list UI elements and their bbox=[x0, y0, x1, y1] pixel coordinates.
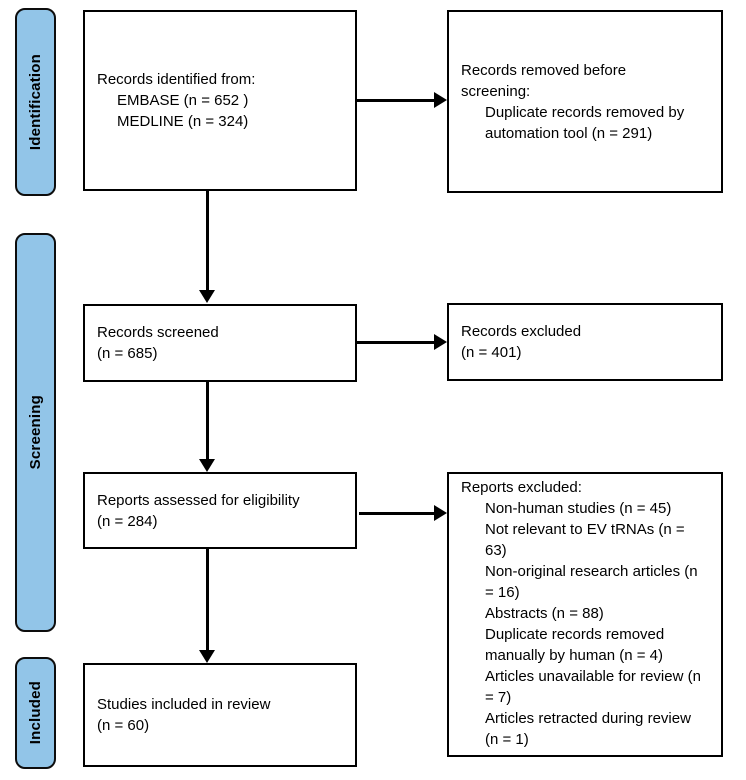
box-reports-assessed: Reports assessed for eligibility (n = 28… bbox=[83, 472, 357, 549]
records-removed-item: Duplicate records removed by automation … bbox=[485, 103, 685, 142]
records-identified-item: EMBASE (n = 652 ) bbox=[117, 92, 249, 109]
stage-label-identification: Identification bbox=[27, 53, 44, 151]
arrowhead-right-icon bbox=[434, 505, 447, 521]
box-records-excluded: Records excluded (n = 401) bbox=[447, 303, 723, 381]
box-records-identified: Records identified from: EMBASE (n = 652… bbox=[83, 10, 357, 191]
records-identified-heading: Records identified from: bbox=[97, 71, 256, 88]
stage-label-included: Included bbox=[27, 681, 44, 745]
reports-excluded-item: Abstracts (n = 88) bbox=[485, 605, 604, 622]
reports-assessed-count: (n = 284) bbox=[97, 512, 158, 530]
box-studies-included: Studies included in review (n = 60) bbox=[83, 663, 357, 767]
box-records-removed: Records removed before screening: Duplic… bbox=[447, 10, 723, 193]
reports-excluded-item: Articles unavailable for review (n = 7) bbox=[485, 668, 701, 706]
reports-excluded-item: Articles retracted during review (n = 1) bbox=[485, 710, 691, 748]
arrowhead-down-icon bbox=[199, 459, 215, 472]
stage-label-screening: Screening bbox=[27, 395, 44, 470]
arrowhead-down-icon bbox=[199, 650, 215, 663]
reports-excluded-item: Not relevant to EV tRNAs (n = 63) bbox=[485, 521, 685, 559]
arrowhead-right-icon bbox=[434, 92, 447, 108]
reports-excluded-item: Non-original research articles (n = 16) bbox=[485, 563, 698, 601]
stage-bar-screening: Screening bbox=[15, 233, 56, 632]
records-excluded-line: Records excluded bbox=[461, 323, 582, 340]
box-records-screened: Records screened (n = 685) bbox=[83, 304, 357, 382]
arrowhead-down-icon bbox=[199, 290, 215, 303]
stage-bar-included: Included bbox=[15, 657, 56, 769]
studies-included-count: (n = 60) bbox=[97, 717, 150, 734]
records-removed-heading: Records removed before screening: bbox=[461, 61, 627, 100]
records-screened-count: (n = 685) bbox=[97, 345, 158, 362]
stage-bar-identification: Identification bbox=[15, 8, 56, 196]
reports-excluded-item: Duplicate records removed manually by hu… bbox=[485, 626, 665, 664]
records-screened-line: Records screened bbox=[97, 324, 219, 341]
reports-excluded-item: Non-human studies (n = 45) bbox=[485, 500, 672, 517]
reports-assessed-line: Reports assessed for eligibility bbox=[97, 491, 300, 509]
records-identified-item: MEDLINE (n = 324) bbox=[117, 113, 249, 130]
box-reports-excluded: Reports excluded: Non-human studies (n =… bbox=[447, 472, 723, 757]
studies-included-line: Studies included in review bbox=[97, 696, 271, 713]
records-excluded-count: (n = 401) bbox=[461, 344, 522, 361]
reports-excluded-heading: Reports excluded: bbox=[461, 479, 582, 496]
arrowhead-right-icon bbox=[434, 334, 447, 350]
